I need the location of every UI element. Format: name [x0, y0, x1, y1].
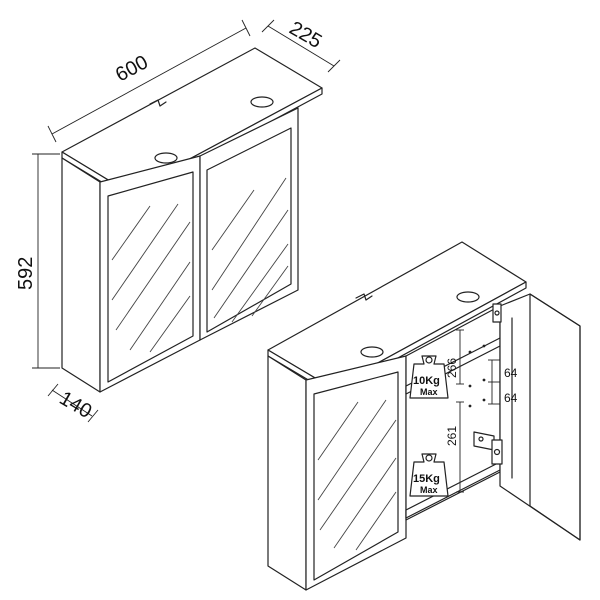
dim-width-label: 600: [112, 51, 152, 86]
dim-depth-label: 225: [286, 17, 326, 53]
upper-max-label: Max: [420, 387, 438, 397]
dim-side-depth-label: 140: [56, 387, 96, 423]
weight-upper-icon: 10Kg Max: [409, 355, 449, 399]
open-view-mirror-door-left: [305, 355, 407, 591]
hinge-upper-icon: [492, 303, 502, 323]
mirror-door-left: [99, 155, 201, 393]
dim-lower-gap-label: 261: [445, 426, 459, 446]
dim-height-label: 592: [15, 257, 37, 290]
closed-cabinet-view: 600 225 592 140: [15, 17, 341, 423]
cabinet-side-panel: [61, 157, 101, 393]
open-cabinet-view: 266 261 64 64 10Kg Max 15Kg Max: [267, 241, 581, 591]
dim-hinge-top-label: 64: [504, 366, 518, 380]
upper-weight-label: 10Kg: [413, 375, 440, 387]
dim-hinge-bottom-label: 64: [504, 391, 518, 405]
lower-weight-label: 15Kg: [413, 473, 440, 485]
mirror-door-right: [199, 107, 299, 341]
mirror-reflection-lines: [111, 177, 289, 353]
dim-upper-gap-label: 266: [445, 358, 459, 378]
cutout-hole-front: [154, 152, 178, 164]
weight-lower-icon: 15Kg Max: [409, 453, 449, 497]
hinge-lower-icon: [473, 431, 503, 465]
cutout-hole-rear: [250, 96, 274, 108]
lower-max-label: Max: [420, 485, 438, 495]
